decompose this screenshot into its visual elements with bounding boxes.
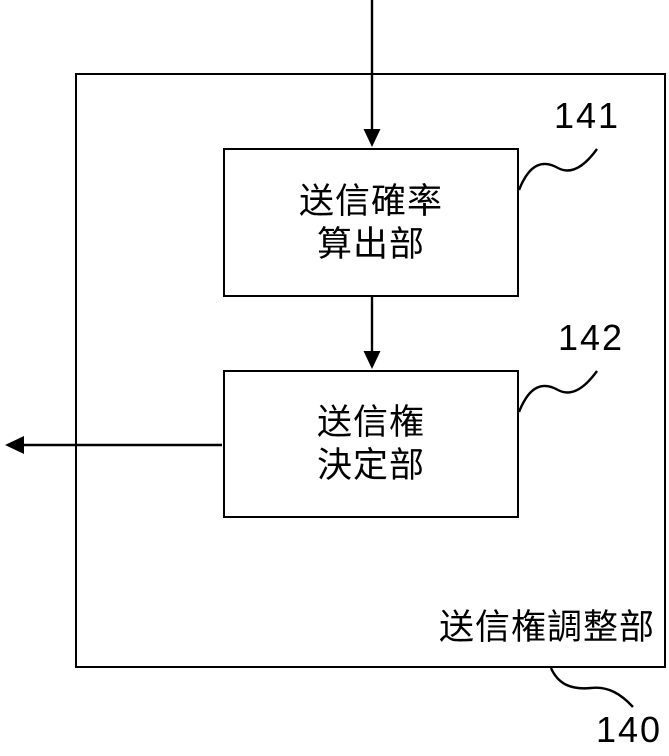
ref-numeral-140: 140 — [596, 709, 663, 750]
block-label-line: 算出部 — [316, 224, 425, 264]
outer-box-label: 送信権調整部 — [439, 608, 656, 647]
arrowhead-left-icon — [5, 436, 24, 454]
ref-numeral-142: 142 — [558, 317, 625, 358]
leader-line-140 — [549, 667, 634, 708]
block-label-line: 送信権 — [316, 403, 425, 442]
block-transmission-right-determiner: 送信権 決定部 — [223, 370, 519, 518]
block-label-line: 送信確率 — [298, 181, 443, 221]
block-label-line: 決定部 — [316, 446, 425, 485]
outer-box-transmission-right-adjuster — [75, 73, 666, 668]
ref-numeral-141: 141 — [554, 95, 621, 136]
block-transmission-probability-calculator: 送信確率 算出部 — [223, 148, 519, 297]
